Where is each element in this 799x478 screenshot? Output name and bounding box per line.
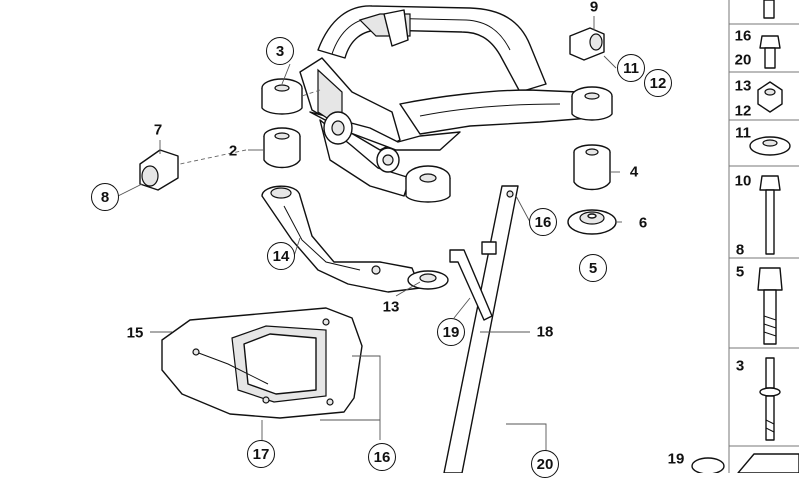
callout-20: 20 <box>531 450 559 478</box>
reinforcement-strip-18 <box>443 185 519 473</box>
callout-2: 2 <box>228 142 238 160</box>
callout-6: 6 <box>638 214 648 232</box>
sidebar-label-13: 13 <box>734 77 752 95</box>
callout-3: 3 <box>266 37 294 65</box>
sidebar-label-11: 11 <box>735 124 751 142</box>
callout-5: 5 <box>579 254 607 282</box>
sidebar-label-12: 12 <box>734 102 752 120</box>
sidebar-label-5: 5 <box>735 263 745 281</box>
callout-12: 12 <box>644 69 672 97</box>
callout-7: 7 <box>153 121 163 139</box>
callout-8: 8 <box>91 183 119 211</box>
callout-16-lower: 16 <box>368 443 396 471</box>
mount-4 <box>573 144 611 191</box>
callout-17: 17 <box>247 440 275 468</box>
callout-16-upper: 16 <box>529 208 557 236</box>
sidebar-label-19: 19 <box>667 450 685 468</box>
sidebar-panel <box>691 0 799 473</box>
callout-11: 11 <box>617 54 645 82</box>
callout-15: 15 <box>126 324 144 342</box>
washer-6 <box>567 209 617 235</box>
leader-lines <box>117 16 622 452</box>
sleeve-9 <box>569 27 605 61</box>
sidebar-label-16: 16 <box>734 27 752 45</box>
callout-4: 4 <box>629 163 639 181</box>
callout-18: 18 <box>536 323 554 341</box>
underbody-panel-15 <box>161 307 363 419</box>
callout-13: 13 <box>382 298 400 316</box>
bracket-19 <box>449 249 493 321</box>
sidebar-label-20: 20 <box>734 51 752 69</box>
sidebar-label-8: 8 <box>735 241 745 259</box>
sidebar-label-3: 3 <box>735 357 745 375</box>
callout-19: 19 <box>437 318 465 346</box>
sidebar-label-10: 10 <box>734 172 752 190</box>
bushing-2 <box>263 127 301 169</box>
axle-carrier <box>261 5 613 203</box>
bushing-7 <box>139 149 179 191</box>
strut-brace-14 <box>261 185 449 293</box>
callout-14: 14 <box>267 242 295 270</box>
callout-9: 9 <box>589 0 599 16</box>
